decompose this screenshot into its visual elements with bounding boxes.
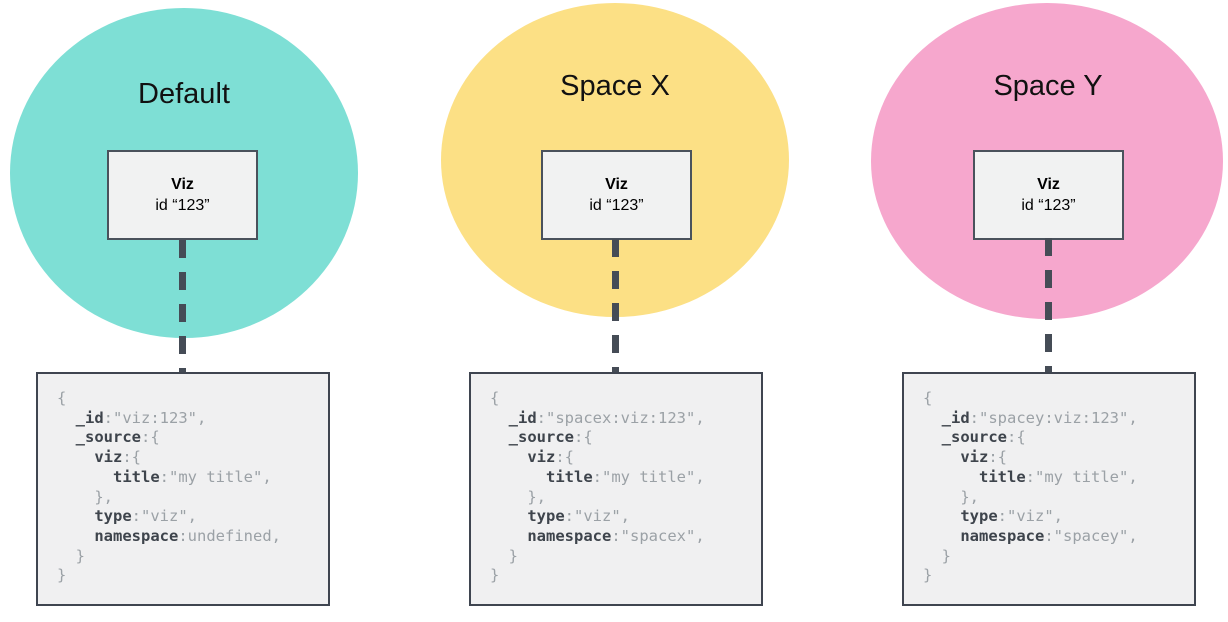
viz-card-title: Viz: [605, 176, 628, 193]
es-document-box: { _id:"spacey:viz:123", _source:{ viz:{ …: [902, 372, 1196, 606]
viz-card-id: id “123”: [155, 197, 210, 214]
viz-card: Viz id “123”: [541, 150, 692, 240]
viz-card: Viz id “123”: [973, 150, 1124, 240]
connector-dashed-line: [179, 240, 186, 374]
space-title: Space X: [560, 70, 670, 102]
space-title: Default: [138, 78, 230, 110]
viz-card-title: Viz: [171, 176, 194, 193]
viz-card-id: id “123”: [589, 197, 644, 214]
es-document-json: { _id:"spacex:viz:123", _source:{ viz:{ …: [490, 389, 705, 585]
viz-card: Viz id “123”: [107, 150, 258, 240]
connector-dashed-line: [612, 239, 619, 374]
es-document-box: { _id:"spacex:viz:123", _source:{ viz:{ …: [469, 372, 763, 606]
viz-card-title: Viz: [1037, 176, 1060, 193]
viz-card-id: id “123”: [1021, 197, 1076, 214]
es-document-json: { _id:"viz:123", _source:{ viz:{ title:"…: [57, 389, 281, 585]
connector-dashed-line: [1045, 238, 1052, 374]
es-document-box: { _id:"viz:123", _source:{ viz:{ title:"…: [36, 372, 330, 606]
space-title: Space Y: [993, 70, 1103, 102]
es-document-json: { _id:"spacey:viz:123", _source:{ viz:{ …: [923, 389, 1138, 585]
